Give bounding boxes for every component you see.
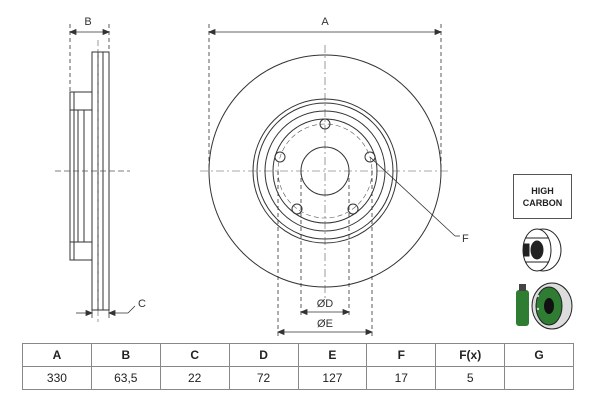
high-carbon-badge: HIGH CARBON <box>513 174 572 219</box>
dimension-e-label: ØE <box>317 318 333 330</box>
spec-value-row: 330 63,5 22 72 127 17 5 <box>22 366 574 390</box>
spec-header-b: B <box>90 343 161 367</box>
disc-side-profile <box>69 51 110 311</box>
spec-value-e: 127 <box>297 366 368 390</box>
dimension-c <box>76 305 136 318</box>
bolt-hole <box>347 203 359 215</box>
dimension-b-label: B <box>84 16 91 28</box>
spec-header-c: C <box>159 343 230 367</box>
spec-header-row: A B C D E F F(x) G <box>22 343 574 367</box>
high-carbon-line1: HIGH <box>531 185 554 196</box>
high-carbon-line2: CARBON <box>522 197 563 208</box>
spec-value-fx: 5 <box>435 366 506 390</box>
spec-header-d: D <box>228 343 299 367</box>
dimension-a <box>207 24 443 171</box>
dimension-f-label: F <box>462 233 469 245</box>
dimension-d <box>299 171 351 318</box>
bolt-hole <box>274 151 286 163</box>
dimension-b <box>68 24 111 92</box>
spec-value-g <box>504 366 574 390</box>
spec-header-f: F <box>366 343 437 367</box>
vented-disc-icon <box>522 228 562 272</box>
coated-disc-icon <box>516 282 573 330</box>
spec-header-g: G <box>504 343 574 367</box>
bolt-hole <box>364 151 376 163</box>
dimension-c-label: C <box>138 298 146 310</box>
dimension-f-leader <box>369 156 460 237</box>
dimension-a-label: A <box>321 16 329 28</box>
spec-value-c: 22 <box>159 366 230 390</box>
spec-value-b: 63,5 <box>90 366 161 390</box>
dimension-e <box>276 171 374 338</box>
bolt-hole <box>291 203 303 215</box>
dimension-d-label: ØD <box>317 298 334 310</box>
spec-table: A B C D E F F(x) G 330 63,5 22 72 127 17… <box>22 343 574 390</box>
spec-header-a: A <box>22 343 92 367</box>
spec-header-e: E <box>297 343 368 367</box>
spec-header-fx: F(x) <box>435 343 506 367</box>
spec-value-a: 330 <box>22 366 92 390</box>
spec-value-d: 72 <box>228 366 299 390</box>
spec-value-f: 17 <box>366 366 437 390</box>
